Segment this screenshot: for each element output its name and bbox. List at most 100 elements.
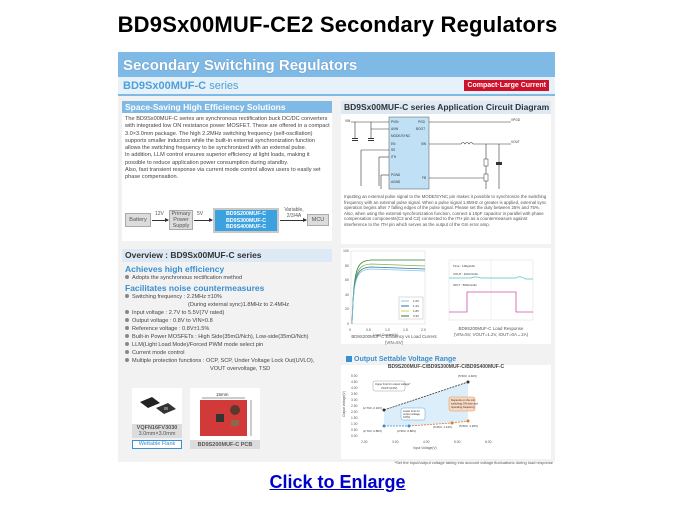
svg-text:(5.00V, 1.14V): (5.00V, 1.14V) [433,425,452,429]
primary-power-supply-box: Primary Power Supply [169,210,193,230]
svg-text:Time : 100μs/div: Time : 100μs/div [453,264,475,268]
bullet-continuation: (During external sync)1.8MHz to 2.4MHz [188,302,290,308]
package-image [132,388,182,424]
mcu-box: MCU [307,214,329,226]
svg-text:(2.70V, 2.16V): (2.70V, 2.16V) [363,406,382,410]
svg-text:2.0: 2.0 [421,328,426,332]
svg-text:Lower limit for: Lower limit for [403,409,420,413]
efficiency-caption: BD9S200MUF-C Efficiency vs Load Current … [351,334,437,345]
svg-text:switching ON time and: switching ON time and [451,402,478,406]
series-bar: BD9Sx00MUF-C series Compact·Large Curren… [118,77,555,96]
svg-text:3.3V: 3.3V [413,314,419,318]
svg-text:0.8(V): 0.8(V) [403,415,410,419]
chip-series-box: BD9S200MUF-C BD9S300MUF-C BD9S400MUF-C [213,208,279,233]
svg-text:2.00: 2.00 [361,440,368,444]
svg-text:100: 100 [343,249,349,253]
svg-text:Depends on the min.: Depends on the min. [451,398,476,402]
panel-header: Secondary Switching Regulators [118,52,555,77]
svg-text:BOOT: BOOT [416,127,425,131]
bullet: Switching frequency : 2.2MHz ±10% [125,294,222,301]
svg-text:2.00: 2.00 [351,410,358,414]
bullet: Reference voltage : 0.8V±1.5% [125,326,209,333]
svg-text:Upper limit for output voltage: Upper limit for output voltage* [375,382,410,386]
click-to-enlarge-link[interactable]: Click to Enlarge [269,472,406,492]
voltage-range-chart: BD9S200MUF-C/BD9S300MUF-C/BD9S400MUF-C 5… [341,364,551,459]
svg-text:IOUT : 500mA/div: IOUT : 500mA/div [453,283,477,287]
svg-text:5.00: 5.00 [454,440,461,444]
bullet: Adopts the synchronous rectification met… [125,275,242,282]
svg-text:PGD: PGD [418,120,426,124]
bullet: Output voltage : 0.8V to VIN×0.8 [125,318,213,325]
svg-text:EN: EN [391,142,396,146]
svg-text:60: 60 [345,278,349,282]
voltage-range-title: Output Settable Voltage Range [346,356,456,363]
svg-text:operating frequency: operating frequency [451,405,475,409]
pcb-caption: BD9S200MUF-C PCB [190,440,260,449]
bullet: Multiple protection functions : OCP, SCP… [125,358,314,365]
svg-text:40: 40 [345,293,349,297]
svg-text:15mm: 15mm [216,392,229,397]
svg-text:0: 0 [349,328,351,332]
svg-text:0: 0 [347,322,349,326]
svg-text:3.50: 3.50 [351,392,358,396]
bullet: Current mode control [125,350,185,357]
wettable-flank-label: Wettable Flank [132,440,182,449]
slide-title: BD9Sx00MUF-CE2 Secondary Regulators [117,12,558,37]
svg-text:VOUT : 100mV/div: VOUT : 100mV/div [453,272,478,276]
arrow [280,218,307,222]
svg-text:1.5: 1.5 [403,328,408,332]
svg-text:6.00: 6.00 [485,440,492,444]
svg-text:FB: FB [422,176,426,180]
space-saving-title: Space-Saving High Efficiency Solutions [122,101,332,113]
svg-text:VIN: VIN [345,119,351,123]
svg-text:AGND: AGND [391,180,401,184]
svg-text:0.50: 0.50 [351,428,358,432]
svg-text:SS: SS [391,148,395,152]
series-title: BD9Sx00MUF-C series [123,80,239,92]
svg-text:SW: SW [421,142,426,146]
svg-text:0.5: 0.5 [366,328,371,332]
svg-text:output voltage: output voltage [403,412,420,416]
svg-text:PVIN: PVIN [391,120,399,124]
svg-text:AVIN: AVIN [391,127,399,131]
svg-text:VOUT≤(0.8V): VOUT≤(0.8V) [381,386,397,390]
svg-text:(3.50V, 0.80V): (3.50V, 0.80V) [397,429,416,433]
svg-text:3.00: 3.00 [351,398,358,402]
system-flow-diagram: Battery 12V Primary Power Supply 5V BD9S… [125,207,335,233]
svg-text:2.50: 2.50 [351,404,358,408]
footnote: *Set the input/output voltage taking int… [394,460,553,465]
svg-text:1.50: 1.50 [351,416,358,420]
svg-text:VOUT: VOUT [511,140,520,144]
battery-box: Battery [125,213,151,227]
svg-text:(5.50V, 4.40V): (5.50V, 4.40V) [458,374,477,378]
svg-text:1.0V: 1.0V [413,299,419,303]
bullet: Input voltage : 2.7V to 5.5V(7V rated) [125,310,224,317]
package-caption: VQFN16FV3030 3.0mm×3.0mm [132,424,182,438]
svg-text:(2.70V, 0.80V): (2.70V, 0.80V) [363,429,382,433]
pcb-image: 15mm [190,388,260,440]
svg-text:5.00: 5.00 [351,374,358,378]
svg-text:Output voltage(V): Output voltage(V) [342,391,346,417]
svg-text:20: 20 [345,307,349,311]
svg-text:Input Voltage(V): Input Voltage(V) [413,446,437,450]
svg-text:ITH: ITH [391,155,397,159]
bullet-continuation: VOUT overvoltage, TSD [210,366,271,372]
svg-text:0.00: 0.00 [351,434,358,438]
svg-text:3.00: 3.00 [392,440,399,444]
svg-text:4.00: 4.00 [423,440,430,444]
svg-text:1.00: 1.00 [351,422,358,426]
svg-text:4.50: 4.50 [351,380,358,384]
heading-noise: Facilitates noise countermeasures [125,283,265,293]
space-saving-text: The BD9Sx00MUF-C series are synchronous … [125,116,330,181]
arrow [152,218,169,222]
svg-text:1.0: 1.0 [385,328,390,332]
svg-text:4.00: 4.00 [351,386,358,390]
svg-text:1.2V: 1.2V [413,304,419,308]
product-panel[interactable]: Secondary Switching Regulators BD9Sx00MU… [118,52,555,465]
svg-text:MODE/SYNC: MODE/SYNC [391,134,411,138]
overview-title: Overview : BD9Sx00MUF-C series [122,249,332,262]
